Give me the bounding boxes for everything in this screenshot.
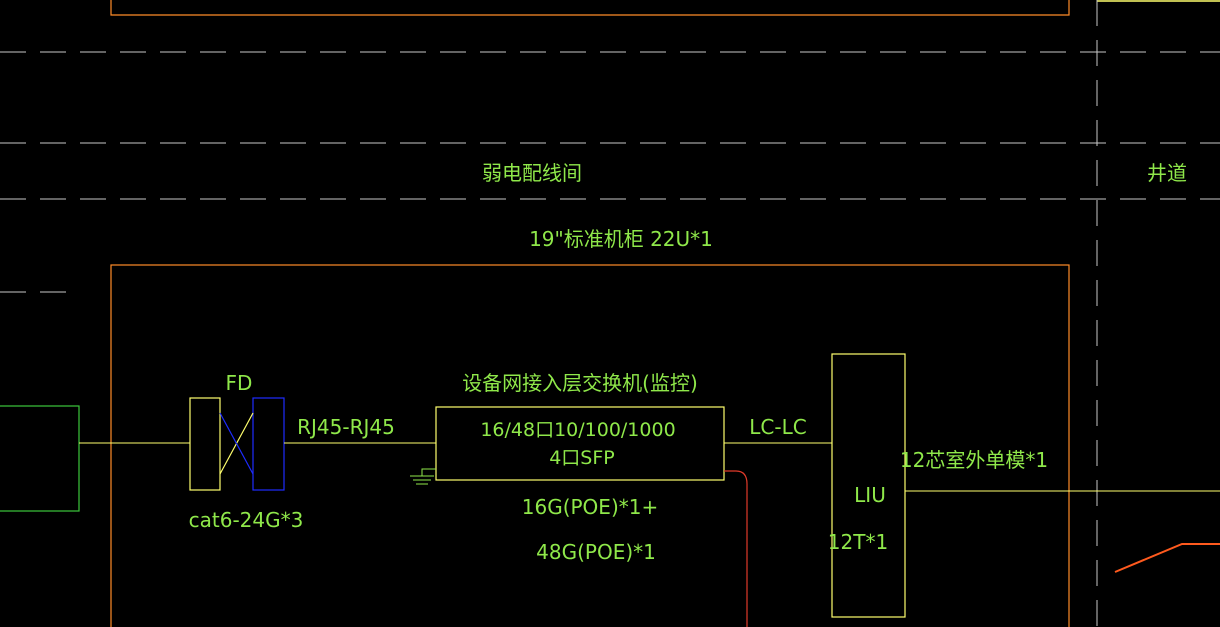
ground-icon (410, 468, 436, 485)
fd-left-block (189, 397, 221, 491)
rack-outline (110, 264, 1070, 627)
switch-title: 设备网接入层交换机(监控) (462, 371, 698, 395)
fd-right-block (252, 397, 285, 491)
fd-label: FD (226, 371, 253, 395)
liu-count-label: 12T*1 (828, 530, 888, 554)
weak-room-label: 弱电配线间 (482, 161, 582, 185)
switch-sfp-spec: 4口SFP (549, 447, 615, 469)
switch-red-cable (724, 470, 748, 627)
fd-cable-label: cat6-24G*3 (189, 508, 304, 532)
shaft-label: 井道 (1147, 161, 1187, 185)
lc-link-label: LC-LC (749, 415, 806, 439)
liu-box (831, 353, 906, 618)
switch-model-1: 16G(POE)*1+ (522, 495, 658, 519)
left-device-box (0, 405, 80, 512)
outdoor-cable-line (1114, 543, 1220, 573)
rj45-link-label: RJ45-RJ45 (297, 415, 395, 439)
rack-label: 19"标准机柜 22U*1 (529, 227, 713, 251)
upper-rack-outline (110, 0, 1070, 16)
switch-model-2: 48G(POE)*1 (536, 540, 656, 564)
switch-port-spec: 16/48口10/100/1000 (480, 419, 675, 441)
fd-cross-blue (219, 412, 254, 475)
switch-box (435, 406, 725, 481)
outdoor-fiber-label: 12芯室外单模*1 (900, 448, 1048, 472)
liu-label: LIU (854, 483, 886, 507)
